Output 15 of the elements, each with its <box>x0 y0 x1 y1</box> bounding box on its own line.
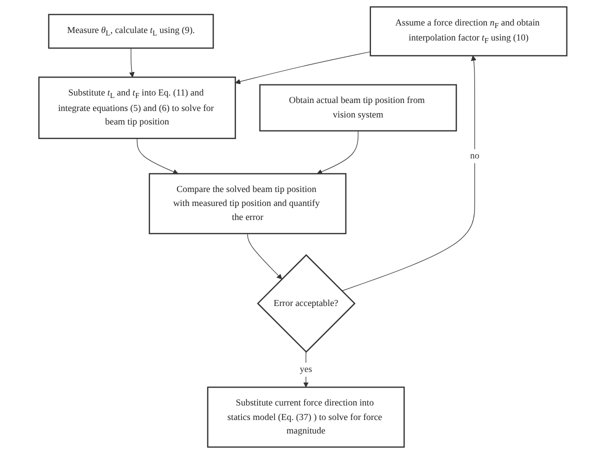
node-box: Assume a force direction n$_{F}$ and obtain interpolation factor t$_{F}$ using (10) <box>370 6 568 56</box>
edge-label: no <box>470 150 480 160</box>
node-box: Obtain actual beam tip position from vision system <box>259 84 458 131</box>
arrow <box>317 130 359 174</box>
arrow <box>129 47 135 77</box>
node-box: Compare the solved beam tip position with measured tip position and quantify the error <box>148 172 347 234</box>
node-box: Substitute t$_{L}$ and t$_{F}$ into Eq. (11) and integrate equations (5) and (6) to solve for beam tip position <box>38 76 236 139</box>
edge-label: yes <box>300 364 312 374</box>
node-diamond: Error acceptable? <box>257 254 356 352</box>
arrow <box>247 232 282 279</box>
arrow <box>342 54 476 291</box>
arrow <box>136 138 178 174</box>
node-box: Substitute current force direction into statics model (Eq. (37) ) to solve for force magnitude <box>207 386 405 448</box>
arrow <box>235 50 371 84</box>
node-box: Measure θ$_{L}$, calculate t$_{L}$ using (9). <box>48 13 214 48</box>
